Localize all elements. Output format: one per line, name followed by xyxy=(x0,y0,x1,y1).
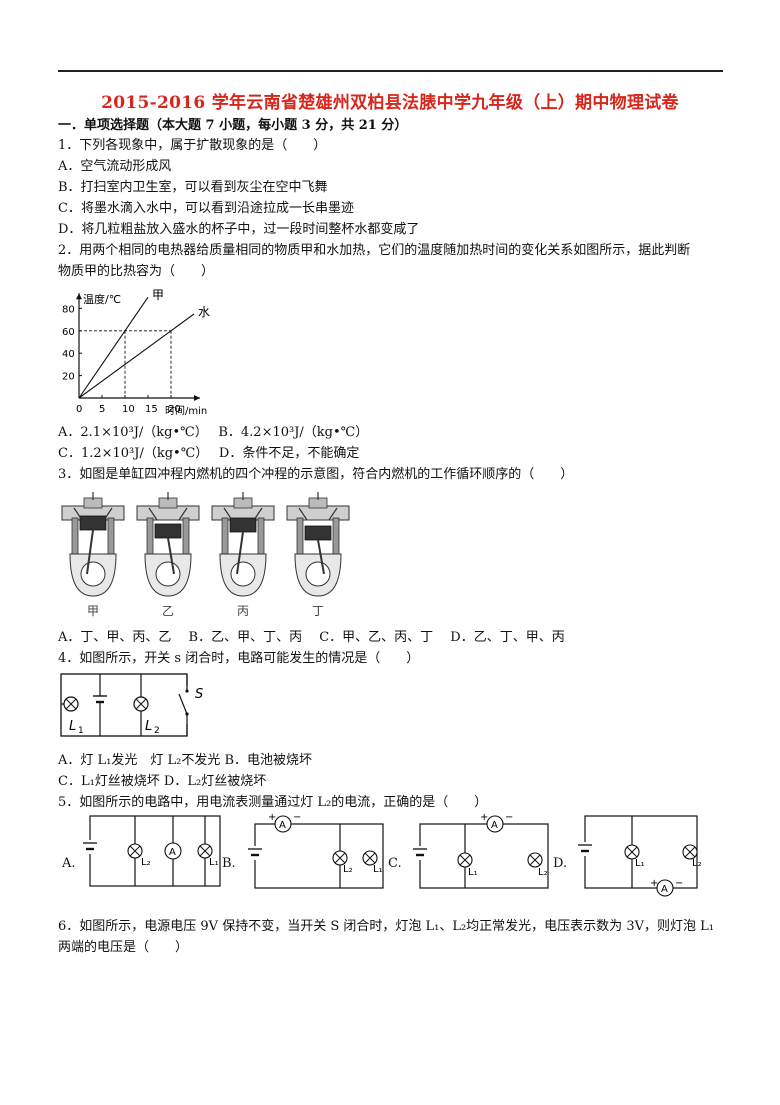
engine-label-0: 甲 xyxy=(87,604,99,618)
engine-stroke-0: 甲 xyxy=(61,492,125,618)
q5d-l2: L₂ xyxy=(692,858,702,869)
q5-circuit-diagrams: L₂ A L₁ A + − L₂ L₁ L₁ A + xyxy=(83,812,702,897)
q5b-ammeter: A xyxy=(279,820,286,831)
svg-text:+: + xyxy=(650,878,658,889)
q5a-l2: L₂ xyxy=(141,857,151,868)
q5b-l1: L₁ xyxy=(373,864,383,875)
engine-label-2: 丙 xyxy=(237,604,249,618)
q1-option-d: D．将几粒粗盐放入盛水的杯子中，过一段时间整杯水都变咸了 xyxy=(58,222,420,237)
top-rule xyxy=(58,70,723,72)
q3-options: A．丁、甲、丙、乙 B．乙、甲、丁、丙 C．甲、乙、丙、丁 D．乙、丁、甲、丙 xyxy=(58,630,565,645)
q4-circuit-diagram: L 1 L 2 S xyxy=(60,673,203,737)
q6-stem-line1: 6．如图所示，电源电压 9V 保持不变，当开关 S 闭合时，灯泡 L₁、L₂均正… xyxy=(58,919,714,934)
label-l2-sub: 2 xyxy=(154,726,160,736)
q5b-l2: L₂ xyxy=(343,864,353,875)
q6-stem-line2: 两端的电压是（ ） xyxy=(58,940,189,955)
q1-option-a: A．空气流动形成风 xyxy=(58,159,172,174)
x-tick-label: 0 xyxy=(76,404,82,415)
svg-text:−: − xyxy=(505,812,513,823)
q1-option-c: C．将墨水滴入水中，可以看到沿途拉成一长串墨迹 xyxy=(58,201,354,216)
q3-stem: 3．如图是单缸四冲程内燃机的四个冲程的示意图，符合内燃机的工作循环顺序的（ ） xyxy=(58,467,574,482)
engine-stroke-3: 丁 xyxy=(286,492,350,618)
q5d-ammeter: A xyxy=(661,884,668,895)
y-axis-arrow xyxy=(76,293,82,300)
q5c-l2: L₂ xyxy=(538,867,548,878)
q2-stem-line2: 物质甲的比热容为（ ） xyxy=(58,264,215,279)
q4-stem: 4．如图所示，开关 s 闭合时，电路可能发生的情况是（ ） xyxy=(58,651,420,666)
q5-option-c-label: C. xyxy=(388,856,402,871)
y-tick-label: 40 xyxy=(62,349,75,360)
q5-stem: 5．如图所示的电路中，用电流表测量通过灯 L₂的电流，正确的是（ ） xyxy=(58,795,488,810)
engine-stroke-1: 乙 xyxy=(136,492,200,618)
q4-options-cd: C．L₁灯丝被烧坏 D．L₂灯丝被烧坏 xyxy=(58,774,267,789)
q2-stem-line1: 2．用两个相同的电热器给质量相同的物质甲和水加热，它们的温度随加热时间的变化关系… xyxy=(58,243,691,258)
y-tick-label: 60 xyxy=(62,327,75,338)
series-label-0: 甲 xyxy=(152,288,164,302)
series-line-0 xyxy=(78,296,149,399)
q5-option-d-label: D. xyxy=(553,856,568,871)
engine-label-3: 丁 xyxy=(312,604,324,618)
q5c-l1: L₁ xyxy=(468,867,478,878)
section-heading: 一．单项选择题（本大题 7 小题，每小题 3 分，共 21 分） xyxy=(58,118,408,133)
switch-s-icon xyxy=(178,693,188,715)
label-l2: L xyxy=(145,719,152,734)
q5a-ammeter: A xyxy=(169,847,176,858)
q4-options-ab: A．灯 L₁发光 灯 L₂不发光 B．电池被烧坏 xyxy=(58,753,313,768)
x-tick-label: 20 xyxy=(168,404,181,415)
svg-text:+: + xyxy=(480,812,488,823)
series-label-1: 水 xyxy=(198,305,210,319)
q5-circuit-b: A + − L₂ L₁ xyxy=(248,812,384,889)
x-tick-label: 10 xyxy=(122,404,135,415)
q5-circuit-a: L₂ A L₁ xyxy=(83,815,221,887)
q2-options-ab: A．2.1×10³J/（kg•℃） B．4.2×10³J/（kg•℃） xyxy=(58,425,369,440)
q5c-ammeter: A xyxy=(491,820,498,831)
svg-text:−: − xyxy=(293,812,301,823)
temperature-time-chart: 0 5 10 15 20 20 40 60 80 时间/min 温度/℃ 甲水 xyxy=(62,288,210,417)
y-axis-label: 温度/℃ xyxy=(83,292,121,306)
x-tick-label: 15 xyxy=(145,404,158,415)
svg-text:+: + xyxy=(268,812,276,823)
label-switch-s: S xyxy=(195,687,203,702)
engine-strokes-figure: 甲乙丙丁 xyxy=(61,492,350,618)
q5-circuit-d: L₁ L₂ A + − xyxy=(578,815,702,897)
label-l1-sub: 1 xyxy=(78,726,84,736)
series-line-1 xyxy=(78,313,195,399)
x-axis-label: 时间/min xyxy=(165,404,207,417)
engine-label-1: 乙 xyxy=(162,604,174,618)
svg-text:−: − xyxy=(675,878,683,889)
q5a-l1: L₁ xyxy=(209,857,219,868)
q1-option-b: B．打扫室内卫生室，可以看到灰尘在空中飞舞 xyxy=(58,180,328,195)
engine-stroke-2: 丙 xyxy=(211,492,275,618)
y-tick-label: 80 xyxy=(62,304,75,315)
x-axis-arrow xyxy=(194,395,200,401)
label-l1: L xyxy=(69,719,76,734)
y-tick-label: 20 xyxy=(62,372,75,383)
page-title: 2015-2016 学年云南省楚雄州双柏县法脿中学九年级（上）期中物理试卷 xyxy=(101,93,679,113)
q5-circuit-c: L₁ A + − L₂ xyxy=(413,812,549,889)
x-tick-label: 5 xyxy=(99,404,105,415)
q5-option-b-label: B. xyxy=(222,856,236,871)
q5d-l1: L₁ xyxy=(635,858,645,869)
q5-option-a-label: A. xyxy=(62,856,76,871)
q1-stem: 1．下列各现象中，属于扩散现象的是（ ） xyxy=(58,138,327,153)
q2-options-cd: C．1.2×10³J/（kg•℃） D．条件不足，不能确定 xyxy=(58,446,360,461)
